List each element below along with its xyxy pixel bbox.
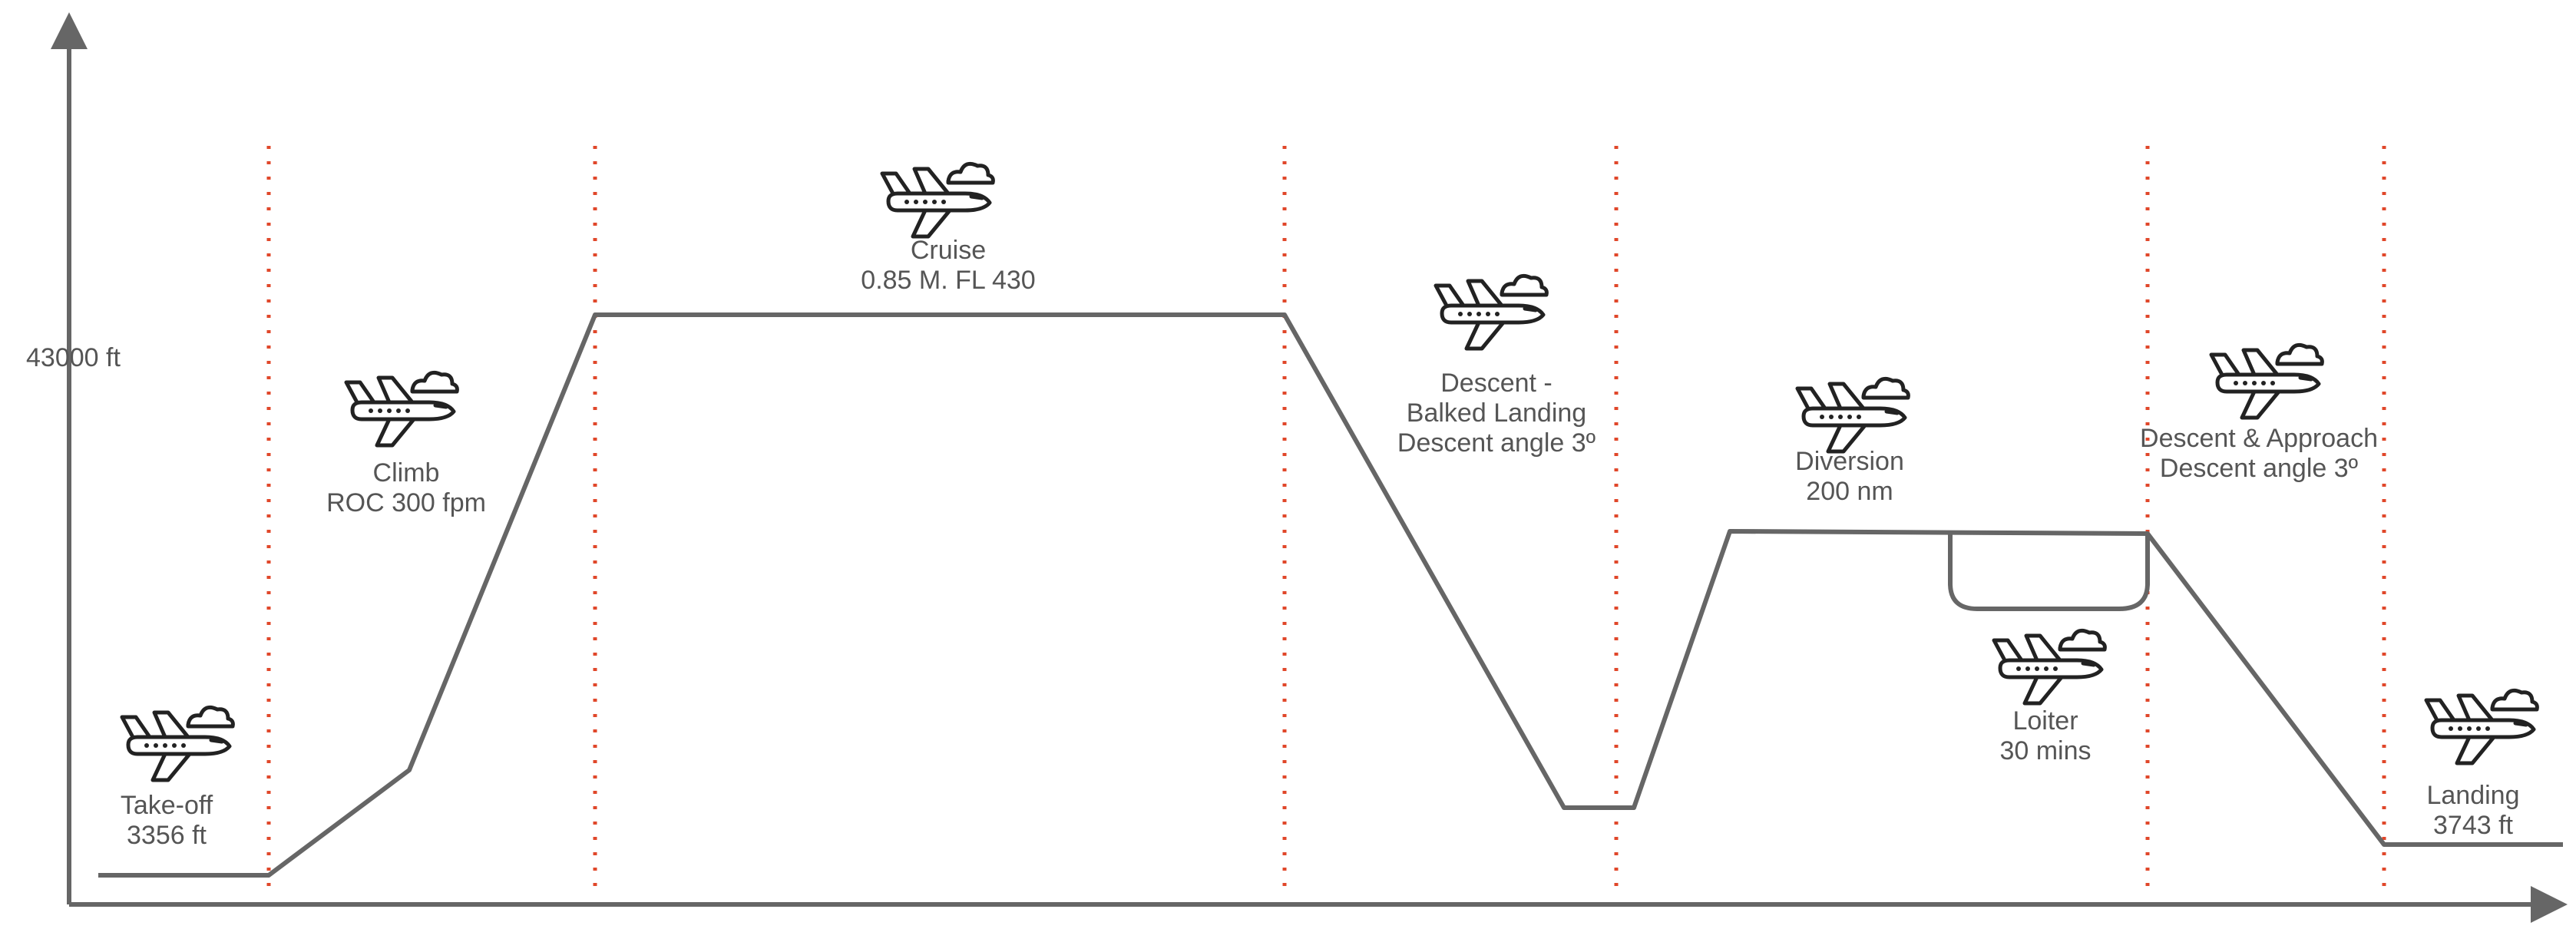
approach-angle: Descent angle 3º xyxy=(2159,454,2359,484)
airplane-with-cloud-icon xyxy=(2204,336,2326,422)
phase-label-approach: Descent & Approach Descent angle 3º xyxy=(2140,424,2378,484)
airplane-with-cloud-icon xyxy=(1986,622,2109,708)
phase-label-takeoff: Take-off 3356 ft xyxy=(121,791,213,851)
takeoff-altitude: 3356 ft xyxy=(127,821,207,851)
climb-rate: ROC 300 fpm xyxy=(326,488,486,518)
phase-label-climb: Climb ROC 300 fpm xyxy=(326,458,486,518)
approach-title: Descent & Approach xyxy=(2140,424,2378,453)
cruise-title: Cruise xyxy=(910,236,987,265)
loiter-duration: 30 mins xyxy=(1999,736,2092,766)
airplane-with-cloud-icon xyxy=(1790,370,1913,456)
diversion-title: Diversion xyxy=(1795,447,1904,476)
airplane-with-cloud-icon xyxy=(2419,682,2541,768)
phase-label-diversion: Diversion 200 nm xyxy=(1795,447,1904,507)
flight-profile-line xyxy=(98,312,2563,878)
phase-dividers xyxy=(266,146,2386,898)
phase-label-descent: Descent - Balked Landing Descent angle 3… xyxy=(1397,369,1596,458)
loiter-title: Loiter xyxy=(2012,706,2078,736)
phase-label-cruise: Cruise 0.85 M. FL 430 xyxy=(861,236,1035,296)
descent-title: Descent - xyxy=(1440,369,1553,398)
landing-altitude: 3743 ft xyxy=(2433,811,2513,841)
altitude-label: 43000 ft xyxy=(26,343,121,372)
phase-label-landing: Landing 3743 ft xyxy=(2426,781,2519,841)
descent-balked-landing: Balked Landing xyxy=(1406,398,1587,428)
diversion-distance: 200 nm xyxy=(1806,477,1893,507)
landing-title: Landing xyxy=(2426,781,2520,810)
cruise-speed-level: 0.85 M. FL 430 xyxy=(861,266,1036,296)
loiter-holding-loop xyxy=(1948,533,2150,611)
descent-angle: Descent angle 3º xyxy=(1397,428,1596,458)
airplane-with-cloud-icon xyxy=(339,364,461,450)
airplane-with-cloud-icon xyxy=(1428,267,1551,353)
climb-title: Climb xyxy=(372,458,440,488)
takeoff-title: Take-off xyxy=(120,791,213,820)
phase-label-loiter: Loiter 30 mins xyxy=(1999,706,2091,766)
airplane-with-cloud-icon xyxy=(114,699,237,785)
airplane-with-cloud-icon xyxy=(875,155,997,241)
